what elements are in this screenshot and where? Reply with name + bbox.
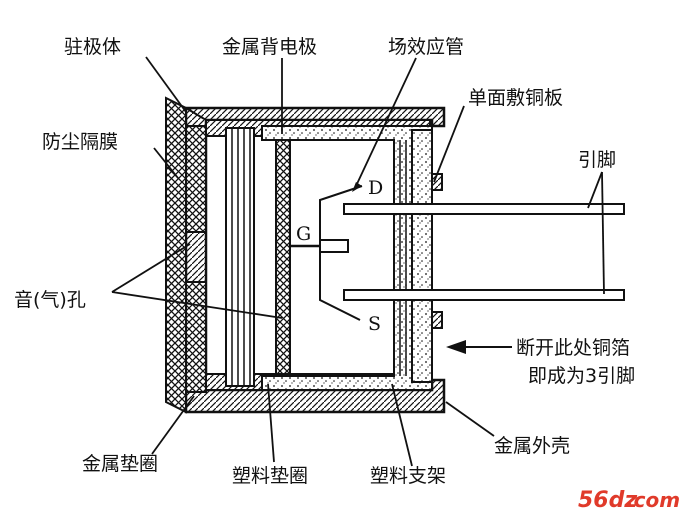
label-cut-foil-2: 即成为3引脚 — [528, 365, 635, 387]
metal-back-electrode — [264, 132, 291, 382]
label-metal-shell: 金属外壳 — [494, 435, 570, 457]
label-metal-back-electrode: 金属背电极 — [222, 36, 317, 58]
label-metal-gasket: 金属垫圈 — [82, 453, 158, 475]
arrowhead-icon — [352, 182, 362, 192]
electret-film — [225, 127, 255, 387]
copper-board — [411, 129, 433, 383]
pin-d-label: D — [368, 177, 383, 199]
pin-s-label: S — [368, 313, 381, 335]
pin-g-label: G — [296, 223, 311, 245]
watermark-suffix: .com — [626, 488, 680, 512]
label-lead-pins: 引脚 — [578, 149, 616, 171]
watermark-brand: 56dz — [578, 488, 637, 513]
arrow-icon — [446, 340, 466, 354]
label-fet: 场效应管 — [388, 36, 464, 58]
leader-lines — [111, 56, 605, 467]
fet — [290, 185, 363, 321]
label-electret: 驻极体 — [64, 36, 121, 58]
label-plastic-support: 塑料支架 — [370, 465, 446, 487]
label-sound-hole: 音(气)孔 — [14, 289, 86, 311]
label-cut-foil-1: 断开此处铜箔 — [516, 337, 630, 359]
metal-gasket-wall — [185, 125, 207, 393]
lead-pins — [343, 203, 625, 301]
label-copper-board: 单面敷铜板 — [468, 87, 563, 109]
label-dust-membrane: 防尘隔膜 — [42, 131, 118, 153]
label-plastic-gasket: 塑料垫圈 — [232, 465, 308, 487]
